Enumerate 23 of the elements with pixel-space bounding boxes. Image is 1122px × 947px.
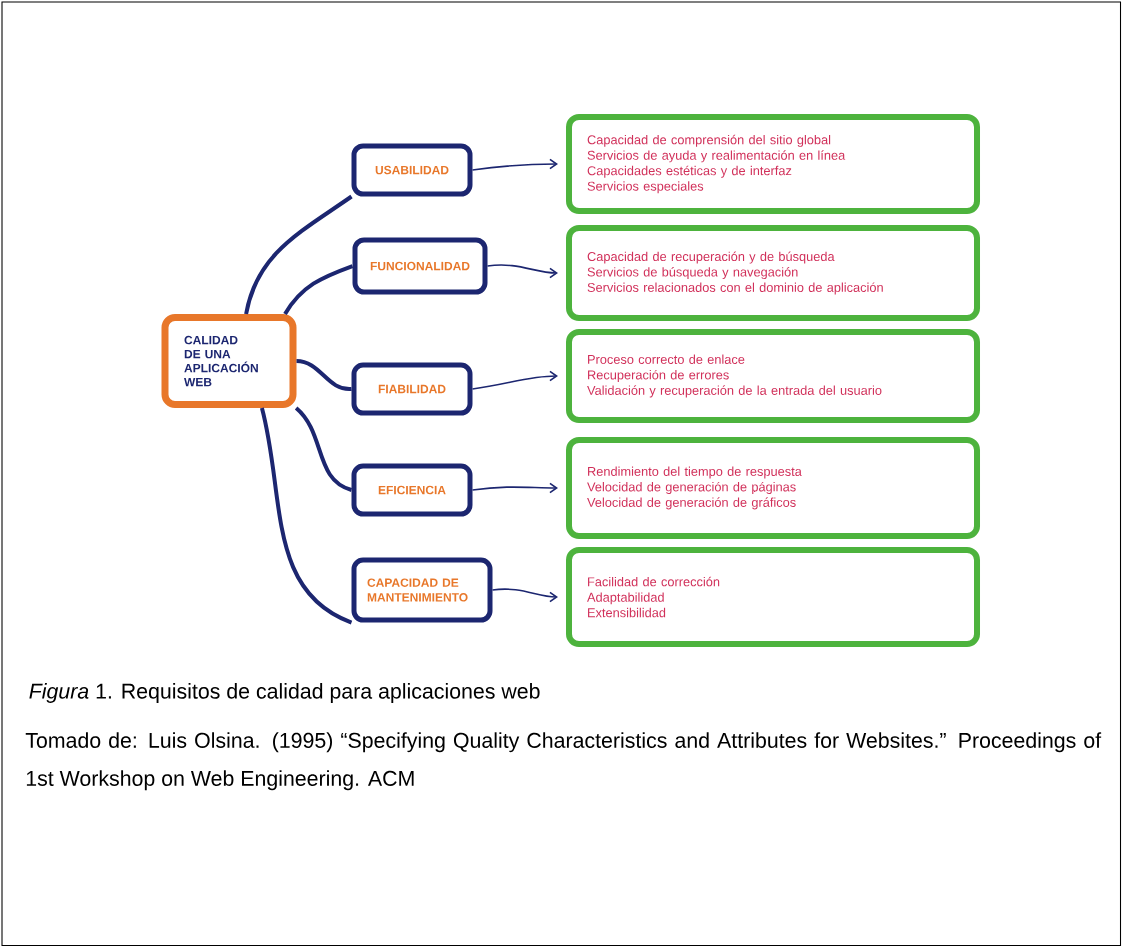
arrow (471, 482, 558, 494)
attribute-list-box: Capacidad de recuperación y de búsqueda Servicios de búsqueda y navegación Servicios relacionados con el dominio de aplicación (566, 225, 980, 321)
connector-line (259, 407, 353, 625)
category-box: FIABILIDAD (351, 362, 473, 416)
arrow (471, 158, 558, 171)
figure-caption: Figura 1. Requisitos de calidad para aplicaciones web (29, 683, 540, 703)
connector-line (244, 194, 353, 315)
arrow (491, 588, 558, 603)
attribute-list-box: Capacidad de comprensión del sitio global Servicios de ayuda y realimentación en línea Capacidades estéticas y de interfaz Servicios especiales (566, 114, 980, 214)
arrow (471, 370, 558, 390)
connector-line (283, 264, 354, 316)
arrow (486, 264, 558, 279)
category-box: CAPACIDAD DE MANTENIMIENTO (351, 557, 493, 623)
main-topic-box: CALIDAD DE UNA APLICACIÓN WEB (161, 314, 297, 408)
source-note: Tomado de: Luis Olsina. (1995) “Specifying Quality Characteristics and Attributes for Websites.” Proceedings of 1st Workshop on Web Engineering. ACM (25, 732, 1102, 791)
attribute-list-box: Proceso correcto de enlace Recuperación de errores Validación y recuperación de la entrada del usuario (566, 329, 980, 423)
connector-line (296, 359, 352, 391)
category-box: USABILIDAD (351, 143, 473, 197)
category-box: FUNCIONALIDAD (352, 237, 488, 295)
connector-line (294, 406, 353, 492)
category-box: EFICIENCIA (351, 463, 473, 517)
attribute-list-box: Facilidad de corrección Adaptabilidad Extensibilidad (566, 547, 980, 647)
attribute-list-box: Rendimiento del tiempo de respuesta Velocidad de generación de páginas Velocidad de generación de gráficos (566, 437, 980, 539)
